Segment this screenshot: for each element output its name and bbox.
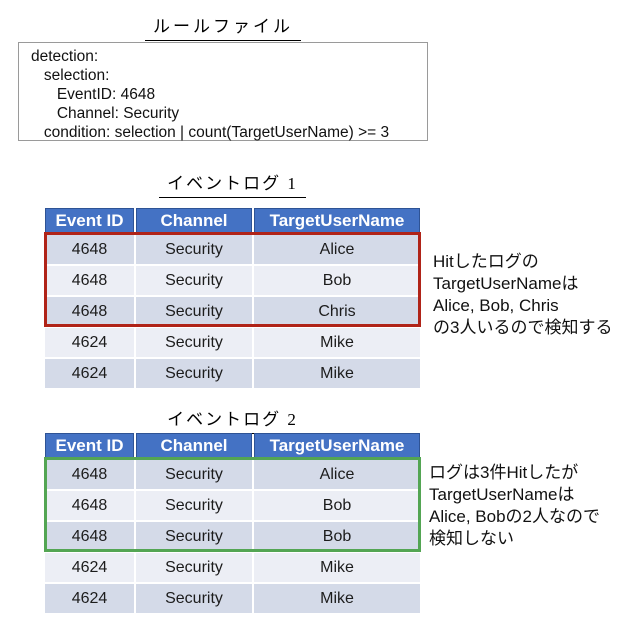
event-log-1-title-text: イベントログ 1 — [159, 169, 306, 198]
rule-file-box: detection: selection: EventID: 4648 Chan… — [18, 42, 428, 141]
table-cell: Security — [136, 297, 252, 326]
annotation-line: Alice, Bobの2人なので — [429, 507, 600, 526]
table-cell: Alice — [254, 460, 420, 489]
column-header-targetusername: TargetUserName — [254, 208, 420, 233]
event-log-2-title: イベントログ 2 — [45, 405, 420, 434]
annotation-log2: ログは3件Hitしたが TargetUserNameは Alice, Bobの2… — [429, 462, 600, 550]
annotation-line: TargetUserNameは — [429, 485, 575, 504]
event-log-1-title: イベントログ 1 — [45, 169, 420, 198]
table-cell: 4648 — [45, 266, 134, 295]
hit-highlight-green — [44, 457, 421, 552]
table-cell: Mike — [254, 359, 420, 388]
rule-line-detection: detection: — [31, 48, 99, 65]
table-cell: Mike — [254, 328, 420, 357]
table-cell: Bob — [254, 491, 420, 520]
table-cell: Security — [136, 359, 252, 388]
annotation-line: Alice, Bob, Chris — [433, 296, 559, 315]
hit-highlight-red — [44, 232, 421, 327]
table-cell: Mike — [254, 584, 420, 613]
annotation-line: の3人いるので検知する — [433, 318, 613, 337]
column-header-event-id: Event ID — [45, 208, 134, 233]
event-log-2-table: Event ID Channel TargetUserName 4648 Sec… — [45, 433, 420, 613]
annotation-line: TargetUserNameは — [433, 274, 579, 293]
table-cell: Security — [136, 553, 252, 582]
rule-file-title-text: ルールファイル — [145, 12, 301, 41]
table-cell: Bob — [254, 266, 420, 295]
table-cell: Security — [136, 491, 252, 520]
annotation-line: ログは3件Hitしたが — [429, 463, 579, 482]
annotation-log1: Hitしたログの TargetUserNameは Alice, Bob, Chr… — [433, 251, 612, 339]
column-header-targetusername: TargetUserName — [254, 433, 420, 458]
column-header-channel: Channel — [136, 433, 252, 458]
table-cell: Security — [136, 266, 252, 295]
table-cell: 4624 — [45, 328, 134, 357]
rule-line-eventid: EventID: 4648 — [31, 86, 156, 103]
rule-line-condition: condition: selection | count(TargetUserN… — [31, 124, 390, 141]
table-cell: 4624 — [45, 359, 134, 388]
rule-line-selection: selection: — [31, 67, 110, 84]
column-header-event-id: Event ID — [45, 433, 134, 458]
table-cell: 4648 — [45, 460, 134, 489]
annotation-line: Hitしたログの — [433, 252, 539, 271]
table-cell: Chris — [254, 297, 420, 326]
table-cell: Alice — [254, 235, 420, 264]
table-cell: 4624 — [45, 553, 134, 582]
annotation-line: 検知しない — [429, 529, 514, 548]
table-cell: 4648 — [45, 297, 134, 326]
column-header-channel: Channel — [136, 208, 252, 233]
table-cell: 4648 — [45, 235, 134, 264]
event-log-2-title-text: イベントログ 2 — [159, 405, 306, 434]
rule-file-title: ルールファイル — [18, 12, 428, 41]
table-cell: Mike — [254, 553, 420, 582]
table-cell: Security — [136, 460, 252, 489]
table-cell: Security — [136, 235, 252, 264]
table-cell: 4624 — [45, 584, 134, 613]
rule-line-channel: Channel: Security — [31, 105, 180, 122]
table-cell: 4648 — [45, 522, 134, 551]
table-cell: Bob — [254, 522, 420, 551]
event-log-1-table: Event ID Channel TargetUserName 4648 Sec… — [45, 208, 420, 388]
table-cell: Security — [136, 328, 252, 357]
table-cell: 4648 — [45, 491, 134, 520]
table-cell: Security — [136, 584, 252, 613]
table-cell: Security — [136, 522, 252, 551]
